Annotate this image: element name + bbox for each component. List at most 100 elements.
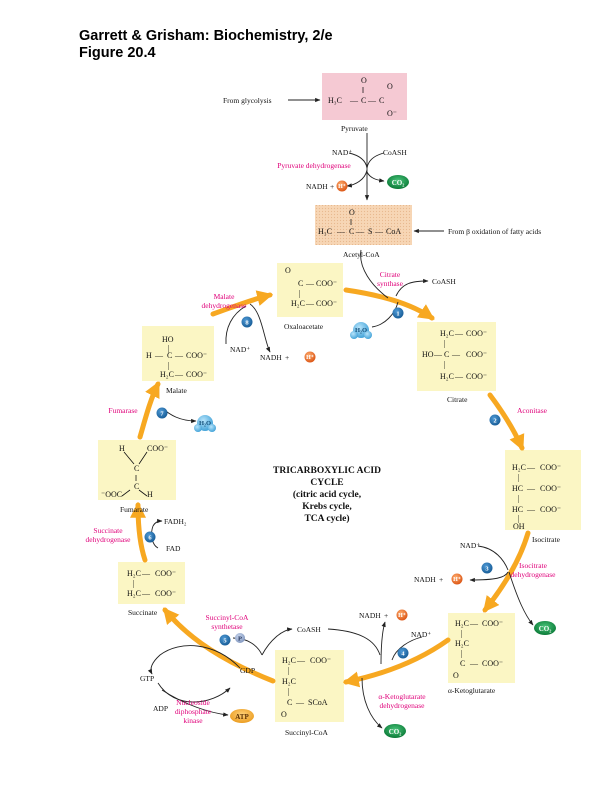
succinate-box bbox=[118, 562, 185, 604]
fum-h-2: H bbox=[147, 490, 153, 499]
pyruvate-structure: H₃C — C — C O ‖ O O⁻ Pyruvate bbox=[328, 76, 397, 133]
cycle-arrow-step-1 bbox=[343, 287, 435, 321]
citrate-dash-4: — bbox=[454, 372, 464, 381]
fumarate-label: Fumarate bbox=[120, 505, 149, 514]
malate-dh-label-2: dehydrogenase bbox=[202, 301, 248, 310]
acetyl-coa-label: Acetyl-CoA bbox=[343, 250, 380, 259]
succinate-dh-fadh2-out bbox=[152, 518, 163, 527]
malate-dh-nadh-label: NADH bbox=[260, 353, 282, 362]
succinate-structure: H₂C — COO⁻ | H₂C — COO⁻ Succinate bbox=[127, 569, 176, 617]
isocitrate-dh-co2: CO₂ bbox=[539, 625, 552, 633]
akg-h2c-1: H₂C bbox=[455, 619, 469, 628]
fumarase-water: H₂O bbox=[199, 420, 211, 427]
step-4-number: 4 bbox=[401, 651, 405, 658]
citrate-c: C bbox=[444, 350, 449, 359]
isocitrate-box bbox=[505, 450, 581, 530]
succinate-label: Succinate bbox=[128, 608, 158, 617]
pyruvate-dehydrogenase-label: Pyruvate dehydrogenase bbox=[277, 161, 351, 170]
water-icon-atom bbox=[194, 424, 202, 432]
akg-dh-nad-in bbox=[391, 636, 423, 661]
citrate-dash-3: — bbox=[451, 350, 461, 359]
gtp-label: GTP bbox=[140, 674, 154, 683]
acetyl-o: O bbox=[349, 208, 355, 217]
fumarate-box bbox=[98, 440, 176, 500]
cycle-title-line-4: Krebs cycle, bbox=[302, 502, 352, 512]
h-plus-icon bbox=[396, 609, 408, 621]
akg-dash-1: — bbox=[469, 619, 479, 628]
pdh-nadh-out bbox=[346, 169, 368, 188]
step-7-badge bbox=[156, 407, 168, 419]
water-icon-atom bbox=[364, 331, 372, 339]
step-5-number: 5 bbox=[223, 638, 227, 645]
akg-dh-label-2: dehydrogenase bbox=[380, 701, 426, 710]
isocitrate-dh-plus-label: + bbox=[439, 575, 443, 584]
iso-h2c: H₂C bbox=[512, 463, 526, 472]
mal-dash-2: — bbox=[174, 351, 184, 360]
ndk-label-1: Nucleoside bbox=[176, 698, 210, 707]
pyruvate-c1: C bbox=[361, 96, 366, 105]
ndk-label-2: diphosphate bbox=[175, 707, 212, 716]
akg-dh-co2-out bbox=[361, 677, 383, 729]
acetyl-coa-text: CoA bbox=[386, 227, 401, 236]
isocitrate-dh-label-2: dehydrogenase bbox=[511, 570, 557, 579]
alpha-ketoglutarate-box bbox=[448, 613, 515, 683]
succinyl-synthetase-label-1: Succinyl-CoA bbox=[206, 613, 249, 622]
scoa-bond-2: | bbox=[288, 687, 290, 696]
fum-h-1: H bbox=[119, 444, 125, 453]
akg-dh-nadh-out bbox=[380, 621, 386, 665]
oaa-c: C bbox=[298, 279, 303, 288]
citrate-coo-3: COO⁻ bbox=[466, 372, 487, 381]
h-plus-icon bbox=[304, 351, 316, 363]
malate-box bbox=[142, 326, 214, 381]
cycle-arrow-step-6 bbox=[130, 501, 148, 563]
malate-dh-plus-label: + bbox=[285, 353, 289, 362]
akg-dh-co2: CO₂ bbox=[389, 728, 402, 736]
cycle-arrow-step-3-4 bbox=[482, 530, 531, 613]
pdh-co2-out bbox=[366, 171, 385, 183]
iso-bond-3: | bbox=[518, 514, 520, 523]
succ-dash-1: — bbox=[141, 569, 151, 578]
citrate-box bbox=[417, 322, 496, 391]
akg-dh-coash-label: CoASH bbox=[297, 625, 321, 634]
succ-h2c-1: H₂C bbox=[127, 569, 141, 578]
h-plus-icon bbox=[451, 573, 463, 585]
akg-c: C bbox=[460, 659, 465, 668]
scoa-coo: COO⁻ bbox=[310, 656, 331, 665]
atp-icon bbox=[230, 709, 254, 723]
iso-coo-3: COO⁻ bbox=[540, 505, 561, 514]
citrate-ho: HO bbox=[422, 350, 434, 359]
pyruvate-dash-1: — bbox=[349, 96, 359, 105]
molecule-boxes bbox=[98, 73, 581, 722]
oaa-coo-1: COO⁻ bbox=[316, 279, 337, 288]
akg-coo-1: COO⁻ bbox=[482, 619, 503, 628]
mal-dash-1: — bbox=[154, 351, 164, 360]
oxaloacetate-structure: O C — COO⁻ | H₂C — COO⁻ Oxaloacetate bbox=[284, 266, 337, 331]
co2-icon bbox=[387, 175, 409, 189]
citrate-h2c-2: H₂C bbox=[440, 372, 454, 381]
acetyl-coa-box bbox=[315, 205, 412, 245]
iso-hc-2: HC bbox=[512, 505, 523, 514]
fum-bonds bbox=[121, 451, 148, 497]
mal-ho: HO bbox=[162, 335, 174, 344]
oaa-bond: | bbox=[299, 289, 301, 298]
step-7-number: 7 bbox=[160, 411, 164, 418]
iso-dash-3: — bbox=[526, 505, 536, 514]
citrate-synthase-coash-out bbox=[395, 278, 429, 297]
step-4-badge bbox=[397, 647, 409, 659]
akg-dh-label-1: α-Ketoglutarate bbox=[378, 692, 426, 701]
cycle-arrow-step-5 bbox=[162, 607, 276, 684]
succ-bond: | bbox=[133, 579, 135, 588]
h-plus-icon bbox=[336, 180, 348, 192]
pyruvate-h3c: H₃C bbox=[328, 96, 342, 105]
scoa-h2c-1: H₂C bbox=[282, 656, 296, 665]
acetyl-coa-structure: H₃C — C O ‖ — S — CoA Acetyl-CoA bbox=[318, 208, 401, 259]
co2-icon bbox=[384, 724, 406, 738]
scoa-o: O bbox=[281, 710, 287, 719]
citrate-bond-1: | bbox=[444, 339, 446, 348]
acetyl-dash-1: — bbox=[336, 227, 346, 236]
fum-dbl: ‖ bbox=[135, 474, 137, 483]
atp-and-phosphate: ATP P bbox=[230, 633, 254, 723]
citrate-dash-1: — bbox=[454, 329, 464, 338]
oaa-dash-2: — bbox=[305, 299, 315, 308]
adp-to-atp-arrow bbox=[161, 689, 229, 717]
